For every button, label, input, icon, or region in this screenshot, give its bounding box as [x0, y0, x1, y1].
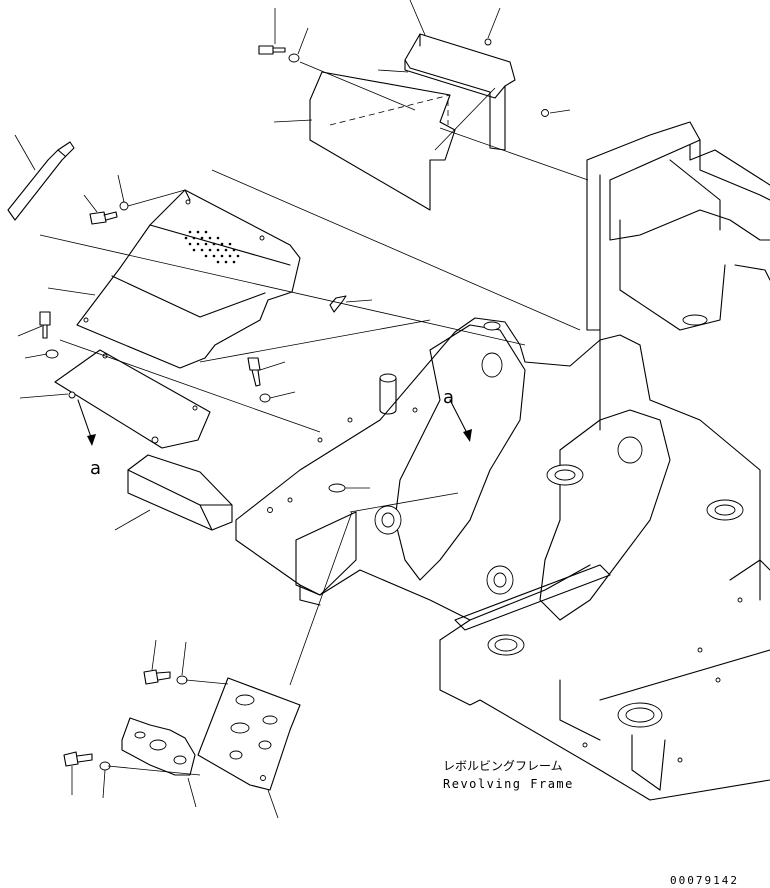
document-number: 00079142	[670, 874, 739, 887]
revolving-frame	[235, 317, 770, 801]
lower-left-plate-assembly	[17, 311, 431, 531]
bottom-bracket-assembly	[63, 487, 459, 819]
cab-structure	[586, 121, 770, 431]
view-marker-a-frame: a	[443, 387, 454, 408]
perforation-pattern	[184, 230, 240, 264]
perforated-cover-assembly	[7, 134, 581, 369]
frame-label-japanese: レボルビングフレーム	[443, 759, 563, 773]
frame-label-english: Revolving Frame	[443, 777, 574, 791]
view-marker-a-left: a	[90, 458, 101, 479]
top-cover-assembly	[258, 0, 589, 211]
view-arrow-a	[449, 399, 472, 442]
